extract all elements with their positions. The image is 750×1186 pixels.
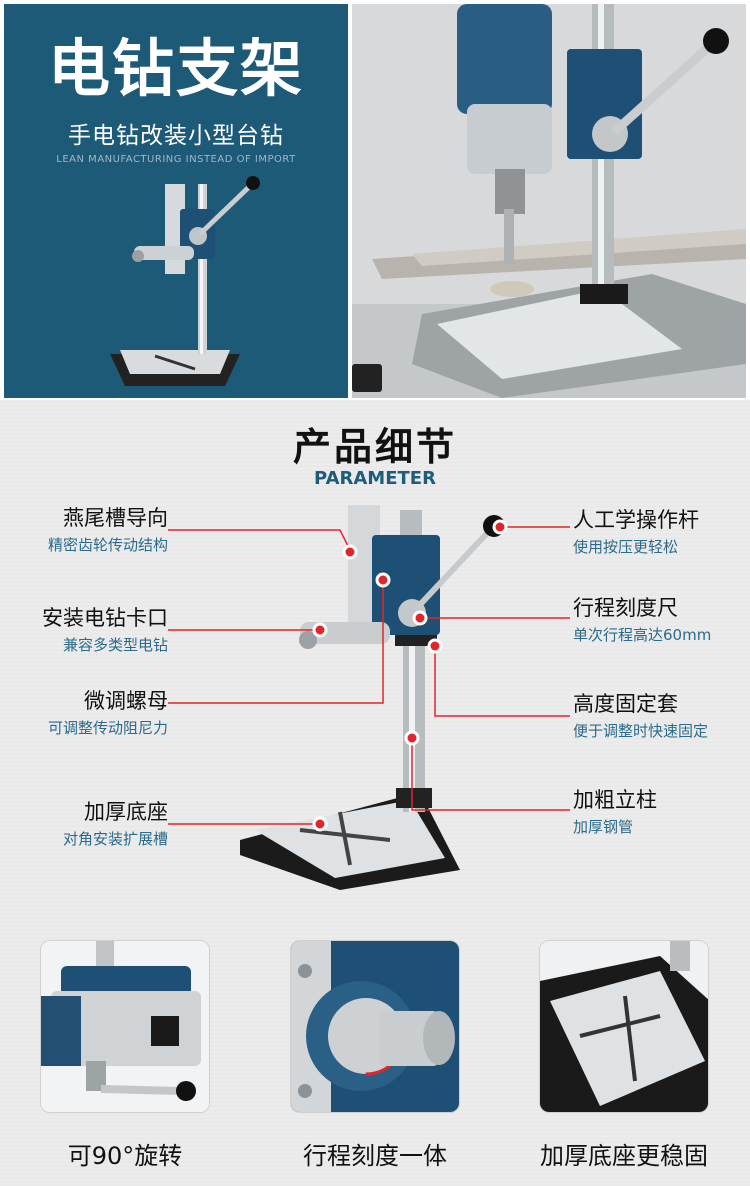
callout-desc: 精密齿轮传动结构 <box>47 536 168 554</box>
callout-thick-column: 加粗立柱 加厚钢管 <box>573 784 750 837</box>
callout-desc: 使用按压更轻松 <box>573 538 679 556</box>
callout-title: 行程刻度尺 <box>573 596 678 620</box>
drill-stand-image-small <box>110 176 260 386</box>
callout-desc: 可调整传动阻尼力 <box>47 719 168 737</box>
callout-dots <box>312 519 508 832</box>
callout-title: 人工学操作杆 <box>573 508 699 532</box>
callout-desc: 单次行程高达60mm <box>573 626 712 644</box>
callout-desc: 兼容多类型电钻 <box>62 636 168 654</box>
top-banner: 电钻支架 手电钻改装小型台钻 LEAN MANUFACTURING INSTEA… <box>0 0 750 400</box>
banner-photo-panel <box>352 4 746 398</box>
section-subtitle: PARAMETER <box>314 468 436 489</box>
banner-left-panel: 电钻支架 手电钻改装小型台钻 LEAN MANUFACTURING INSTEA… <box>4 4 348 398</box>
callout-desc: 加厚钢管 <box>573 818 634 836</box>
base-detail-image <box>540 941 708 1112</box>
callout-title: 加粗立柱 <box>573 788 657 812</box>
thumbnail-scale <box>290 940 460 1113</box>
thumbnail-base <box>539 940 709 1113</box>
scale-detail-image <box>291 941 459 1112</box>
thumbnail-label-rotation: 可90°旋转 <box>67 1142 183 1170</box>
banner-subtitle-en: LEAN MANUFACTURING INSTEAD OF IMPORT <box>56 154 296 165</box>
thumbnail-rotation <box>40 940 210 1113</box>
product-details-section: 产品细节 PARAMETER <box>0 400 750 1186</box>
callout-title: 加厚底座 <box>84 800 168 824</box>
callout-desc: 对角安装扩展槽 <box>62 830 168 848</box>
callout-stroke-scale: 行程刻度尺 单次行程高达60mm <box>573 592 750 645</box>
callout-title: 安装电钻卡口 <box>42 606 168 630</box>
callout-height-collar: 高度固定套 便于调整时快速固定 <box>573 688 750 741</box>
callout-thick-base: 加厚底座 对角安装扩展槽 <box>0 796 168 849</box>
rotation-detail-image <box>41 941 209 1112</box>
thumbnail-label-scale: 行程刻度一体 <box>303 1142 447 1170</box>
callout-fine-tune-nut: 微调螺母 可调整传动阻尼力 <box>0 685 168 738</box>
banner-subtitle: 手电钻改装小型台钻 <box>68 123 284 149</box>
callout-title: 微调螺母 <box>84 689 168 713</box>
thumbnail-label-base: 加厚底座更稳固 <box>540 1142 708 1170</box>
banner-title: 电钻支架 <box>47 32 304 105</box>
drill-stand-diagram <box>168 505 570 890</box>
callout-drill-mount: 安装电钻卡口 兼容多类型电钻 <box>0 602 168 655</box>
callout-desc: 便于调整时快速固定 <box>573 722 709 740</box>
callout-title: 燕尾槽导向 <box>63 506 168 530</box>
callout-dovetail-guide: 燕尾槽导向 精密齿轮传动结构 <box>0 502 168 555</box>
callout-title: 高度固定套 <box>573 692 678 716</box>
drill-in-use-photo <box>352 4 746 398</box>
section-title: 产品细节 <box>292 425 457 469</box>
callout-ergonomic-lever: 人工学操作杆 使用按压更轻松 <box>573 504 750 557</box>
